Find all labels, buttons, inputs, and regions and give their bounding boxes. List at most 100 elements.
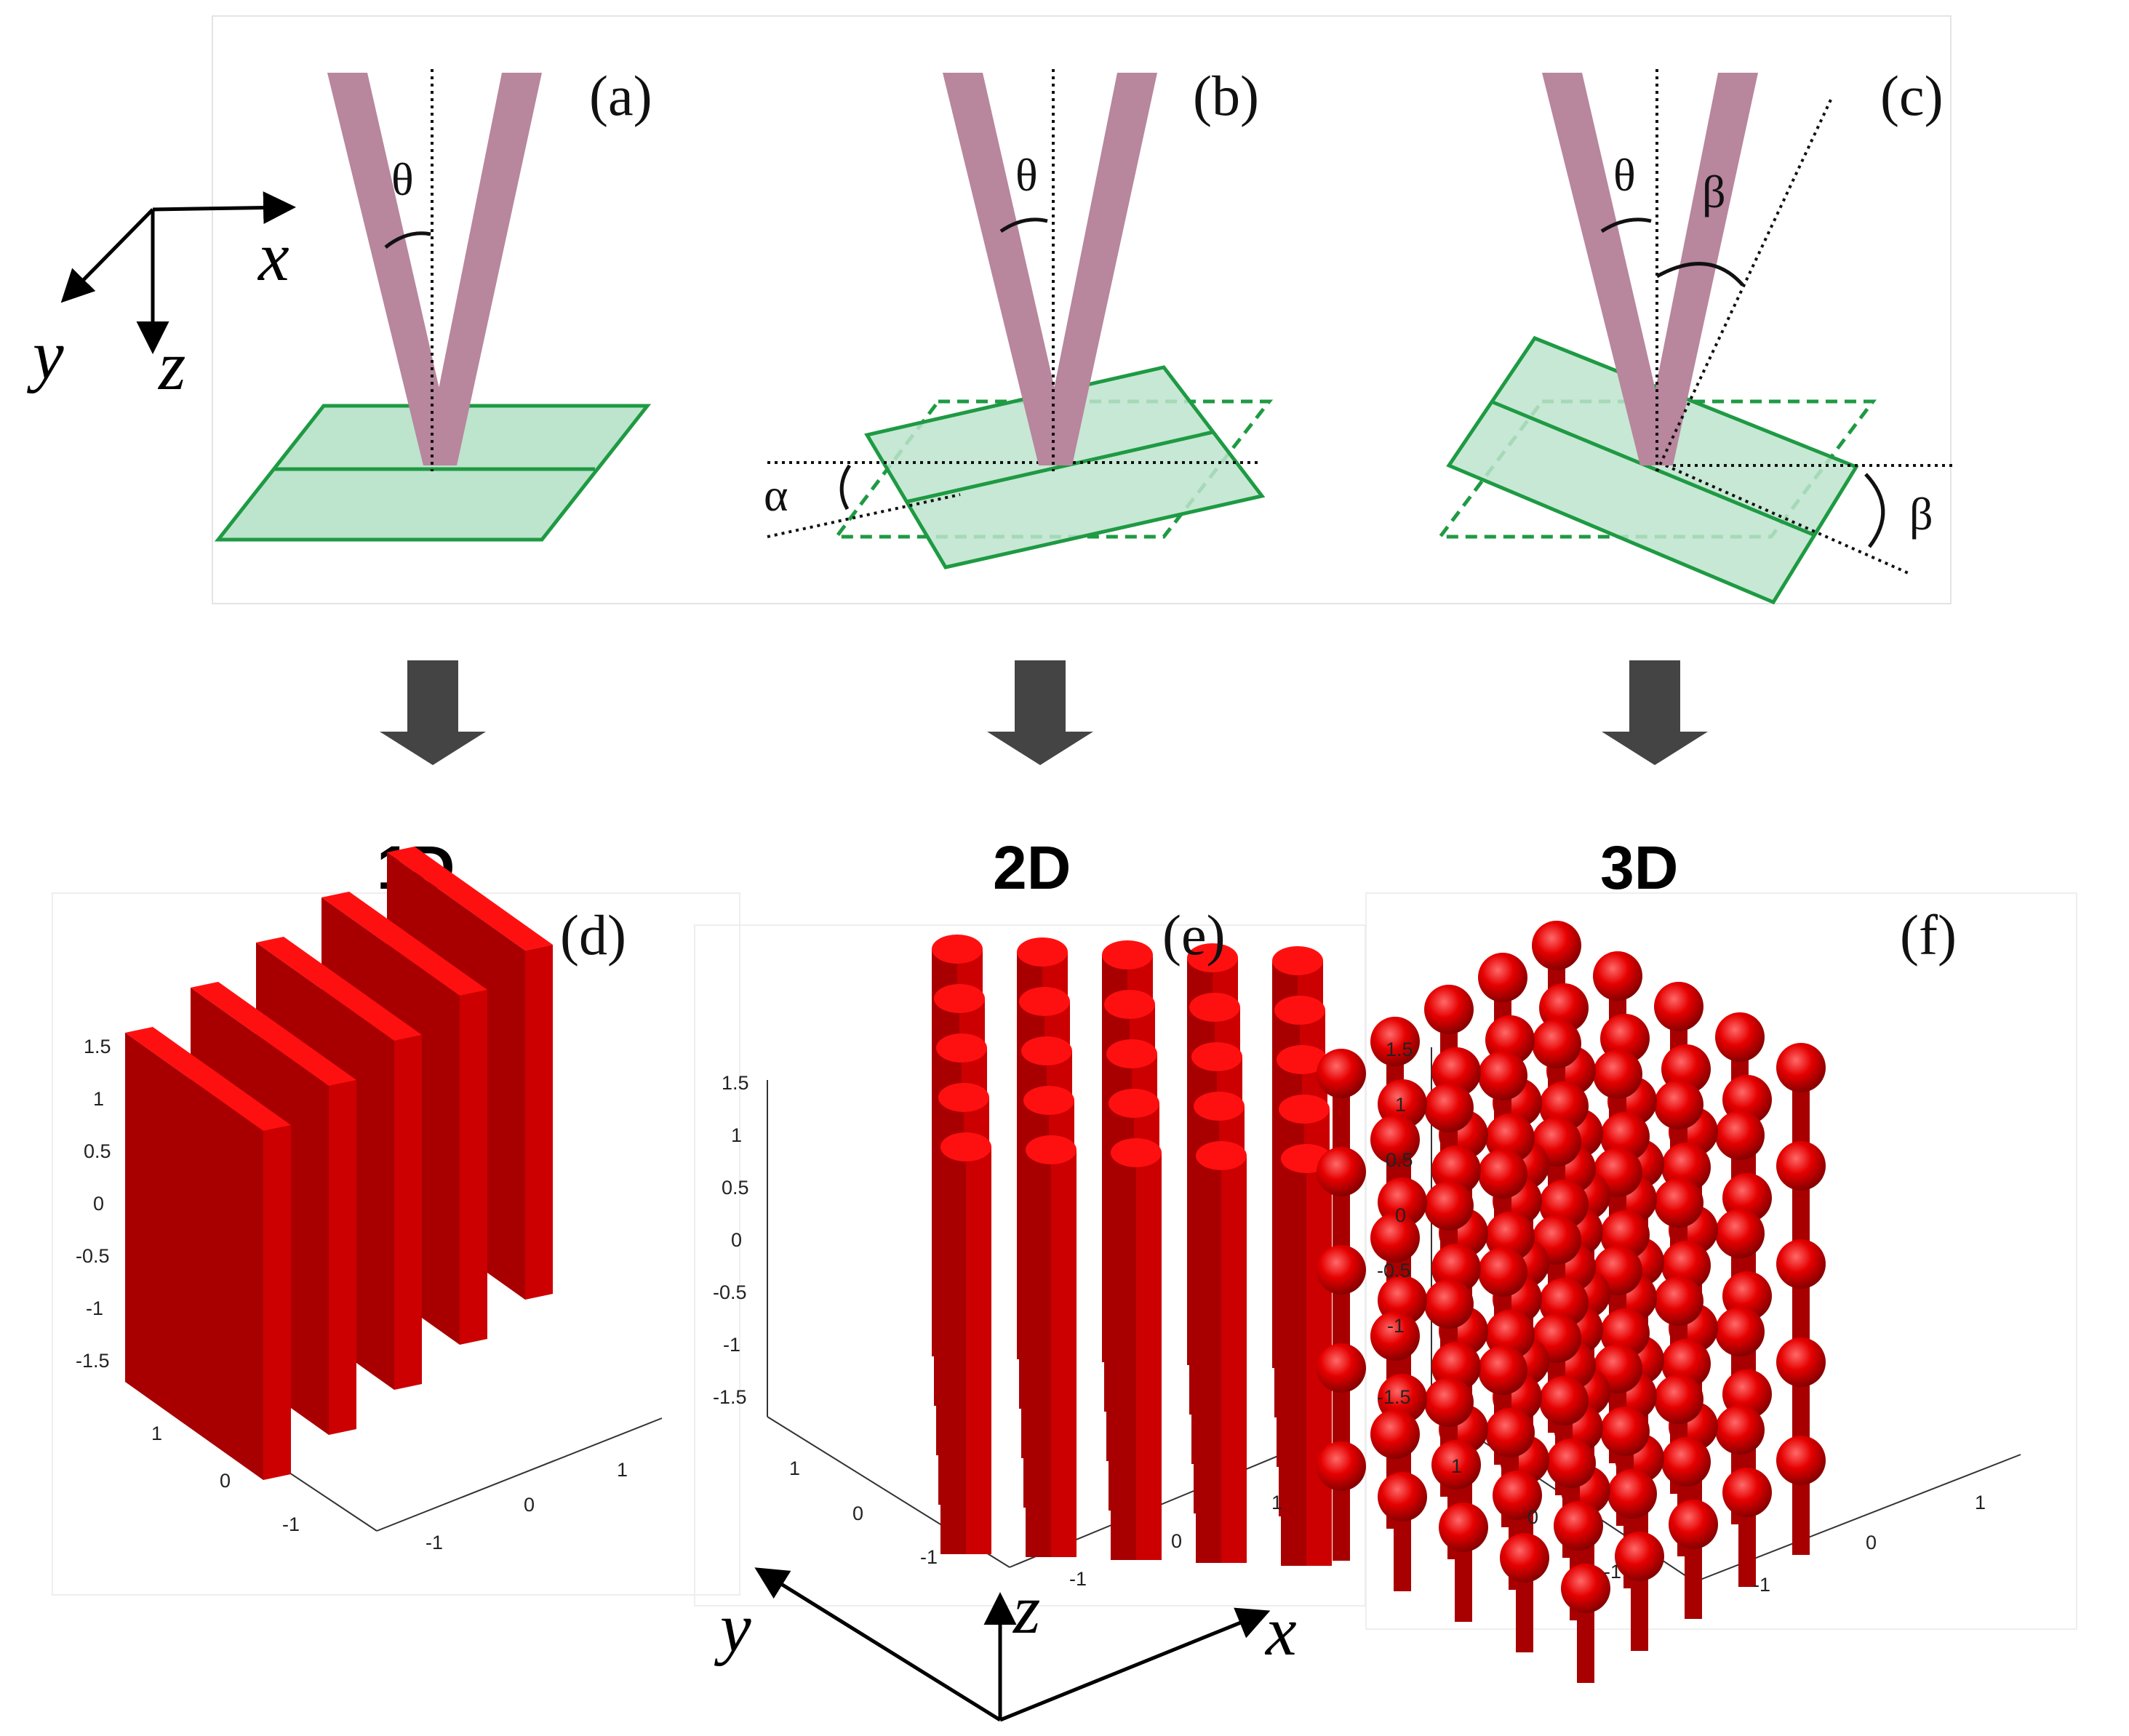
tick-v-1: 1 — [731, 1124, 742, 1146]
lattice-node — [1370, 1213, 1420, 1263]
lattice-node — [1600, 1407, 1650, 1456]
down-arrow-2 — [987, 660, 1093, 765]
rod-top — [940, 1132, 991, 1161]
lattice-node — [1593, 951, 1642, 1001]
lattice-node — [1317, 1441, 1366, 1491]
tick-v-2: 0.5 — [722, 1177, 749, 1199]
rod-top — [1019, 987, 1070, 1016]
tick-depth-1: 0 — [1527, 1506, 1538, 1528]
lattice-node — [1370, 1311, 1420, 1361]
rod-top — [1272, 946, 1323, 975]
rod-top — [1274, 996, 1325, 1025]
rod-top — [1023, 1086, 1074, 1115]
rod-side — [1221, 1156, 1247, 1563]
lattice-node — [1715, 1111, 1765, 1160]
lattice-node — [1370, 1409, 1420, 1459]
tick-depth-2: -1 — [282, 1513, 300, 1535]
rod-top — [1196, 1141, 1247, 1170]
lattice-node — [1317, 1343, 1366, 1393]
beta-label-top: β — [1702, 166, 1726, 217]
laser-beam-right — [423, 73, 542, 465]
lattice-node — [1493, 1471, 1542, 1520]
lattice-node — [1776, 1043, 1826, 1092]
tick-v-6: -1.5 — [713, 1386, 747, 1408]
lattice-node — [1715, 1209, 1765, 1258]
rod-top — [1187, 943, 1238, 972]
tick-v-6: -1.5 — [1377, 1386, 1411, 1408]
tick-v-3: 0 — [93, 1193, 104, 1215]
tick-v-5: -1 — [86, 1297, 103, 1319]
slab-top — [191, 982, 356, 1086]
slab-group — [125, 847, 553, 1480]
beta-arc-bottom — [1864, 473, 1885, 548]
tick-depth-1: 0 — [220, 1470, 231, 1492]
theta-label: θ — [391, 153, 414, 205]
panel-f-frame — [1365, 892, 2077, 1630]
tick-front-2: 1 — [1271, 1492, 1282, 1513]
tick-v-5: -1 — [1387, 1315, 1405, 1337]
lattice-node — [1317, 1049, 1366, 1098]
panel-a: θ (a) — [214, 64, 652, 542]
tilted-line — [1665, 464, 1912, 576]
tick-v-0: 1.5 — [1386, 1039, 1413, 1060]
panel-label-d: (d) — [560, 903, 626, 967]
tick-v-5: -1 — [723, 1334, 740, 1356]
theta-label: θ — [1015, 149, 1038, 201]
lattice-node — [1776, 1141, 1826, 1191]
tick-depth-2: -1 — [1604, 1561, 1621, 1583]
slab-edge — [329, 1080, 356, 1435]
rod-top — [1106, 1039, 1157, 1068]
rod-top — [938, 1083, 989, 1112]
lattice-node — [1478, 1051, 1527, 1100]
lattice-node — [1532, 921, 1581, 970]
tick-v-4: -0.5 — [713, 1281, 747, 1303]
down-arrow-3 — [1602, 660, 1708, 765]
lattice-node — [1593, 1049, 1642, 1099]
tick-labels: 1.5 1 0.5 0 -0.5 -1 -1.5 1 0 -1 -1 0 1 — [1377, 1039, 1986, 1596]
lattice-node — [1431, 1440, 1481, 1489]
tick-v-4: -0.5 — [1377, 1260, 1411, 1281]
panel-c: β θ β (c) — [1436, 64, 1957, 605]
rod-top — [1104, 990, 1155, 1019]
lattice-node — [1478, 1345, 1527, 1395]
lattice-node — [1554, 1501, 1603, 1551]
z-axis-label: z — [157, 327, 185, 404]
lattice-node — [1654, 1276, 1703, 1326]
y-axis-label: y — [26, 316, 64, 393]
lattice-node — [1424, 1279, 1474, 1329]
front-axis — [376, 1417, 663, 1532]
lattice-node — [1478, 953, 1527, 1002]
lattice-node — [1669, 1500, 1718, 1549]
x-axis-label: x — [1264, 1592, 1297, 1670]
interference-plane — [214, 404, 652, 542]
lattice-node — [1424, 985, 1474, 1034]
lattice-node — [1424, 1181, 1474, 1231]
slab-top — [387, 847, 553, 951]
rod-top — [1191, 1042, 1242, 1071]
down-arrows — [380, 660, 1708, 765]
beta-reference-line — [1655, 97, 1833, 472]
tick-front-2: 1 — [617, 1459, 628, 1481]
slab-top — [256, 937, 422, 1041]
theta-arc — [1600, 217, 1652, 233]
x-axis-arrow — [152, 191, 296, 225]
tick-v-3: 0 — [1395, 1204, 1406, 1226]
tick-v-3: 0 — [731, 1229, 742, 1251]
z-axis-label: z — [1012, 1570, 1040, 1648]
rod-side — [1051, 1150, 1077, 1557]
top-panel-frame — [212, 15, 1952, 604]
y-axis-label: y — [714, 1588, 751, 1666]
lattice-node — [1654, 1178, 1703, 1228]
alpha-label: α — [764, 469, 788, 521]
rod-top — [1017, 937, 1068, 967]
lattice-node — [1485, 1408, 1535, 1457]
panel-b: α θ (b) — [764, 64, 1274, 569]
rod-top — [932, 935, 983, 964]
x-axis-label: x — [257, 217, 289, 295]
lattice-node — [1532, 1019, 1581, 1068]
lattice-node — [1478, 1149, 1527, 1199]
heading-2d: 2D — [993, 833, 1071, 902]
laser-beam-right — [1640, 73, 1758, 465]
panel-f: 1.5 1 0.5 0 -0.5 -1 -1.5 1 0 -1 -1 0 1 (… — [1317, 892, 2077, 1683]
